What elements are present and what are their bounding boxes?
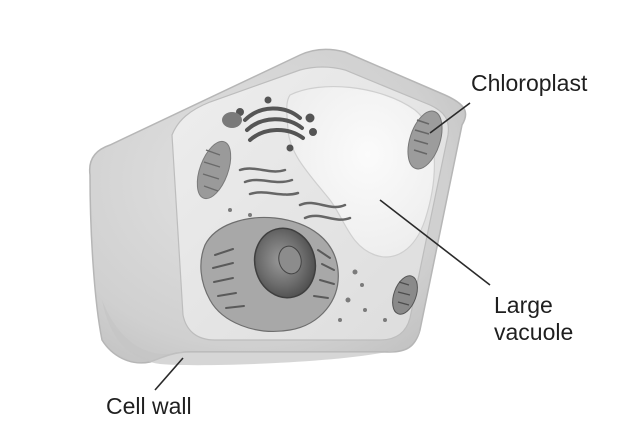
cell-wall-label: Cell wall <box>106 393 192 420</box>
large-vacuole-label-line1: Large <box>494 292 573 319</box>
large-vacuole-label: Large vacuole <box>494 292 573 346</box>
vesicle <box>222 112 242 128</box>
chloroplast-label: Chloroplast <box>471 70 587 97</box>
large-vacuole-label-line2: vacuole <box>494 319 573 346</box>
